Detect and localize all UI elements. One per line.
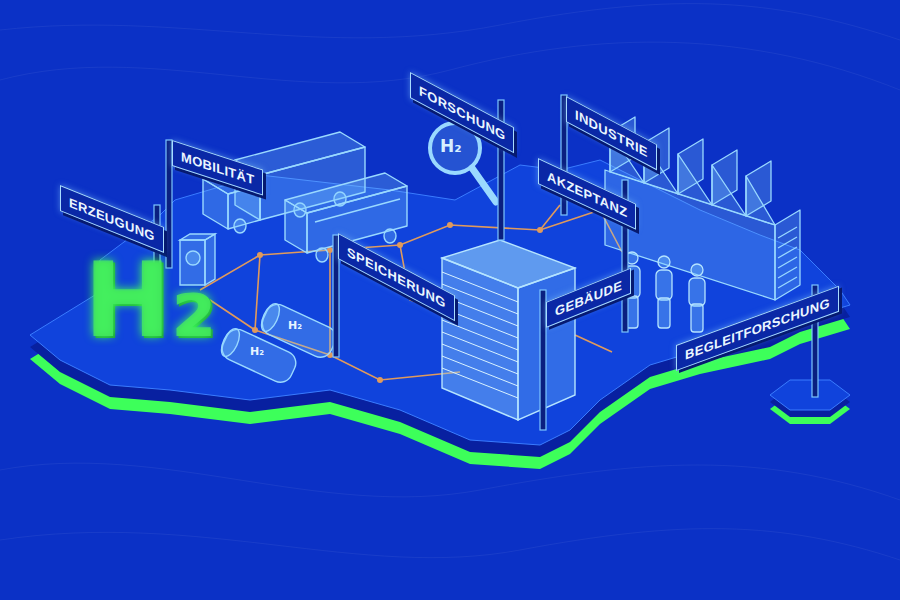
magnifier-label: H₂ [440, 138, 462, 155]
sign-board: AKZEPTANZ [538, 158, 636, 230]
sign-text: MOBILITÄT [181, 149, 254, 189]
sign-text: INDUSTRIE [575, 107, 648, 162]
sign-text: AKZEPTANZ [547, 168, 627, 222]
sign-board: BEGLEITFORSCHUNG [676, 286, 839, 371]
sign-board: MOBILITÄT [172, 140, 263, 196]
sign-board: ERZEUGUNG [60, 185, 164, 253]
sign-text: GEBÄUDE [555, 277, 622, 320]
storage-tanks [217, 300, 339, 386]
sign-board: SPEICHERUNG [338, 233, 455, 321]
sign-text: ERZEUGUNG [69, 195, 155, 246]
sign-text: BEGLEITFORSCHUNG [685, 295, 830, 364]
tank-label: H₂ [288, 320, 302, 331]
sign-text: SPEICHERUNG [347, 244, 446, 312]
sign-board: INDUSTRIE [566, 96, 657, 170]
trucks [203, 132, 407, 262]
data-cube [442, 240, 575, 420]
sign-board: FORSCHUNG [410, 72, 514, 153]
hydrogen-symbol: H₂ [84, 248, 217, 352]
sign-board: GEBÄUDE [546, 268, 631, 328]
tank-label: H₂ [250, 346, 264, 357]
sign-poles [154, 95, 818, 430]
platform [30, 160, 850, 469]
contour-lines [0, 4, 900, 560]
sign-text: FORSCHUNG [419, 83, 505, 145]
people [624, 252, 705, 332]
